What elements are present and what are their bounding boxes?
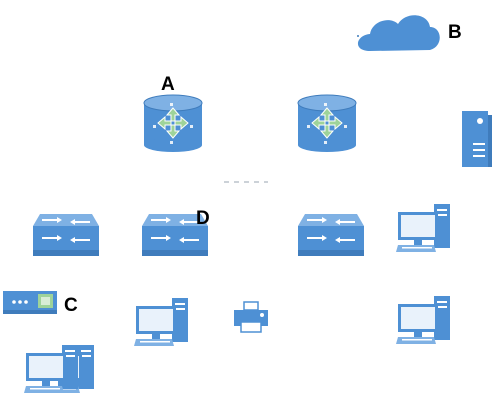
router-icon	[297, 94, 357, 153]
router-a-icon	[143, 94, 203, 153]
label-b: B	[448, 22, 462, 43]
label-c: C	[64, 295, 78, 316]
label-a: A	[161, 74, 175, 95]
desktop-computer-icon-2	[134, 298, 188, 346]
desktop-computer-icon-3	[396, 296, 450, 344]
modem-c-icon	[3, 291, 57, 314]
switch-icon-3	[297, 213, 365, 257]
desktop-computer-icon-5	[24, 345, 78, 393]
server-tower-icon	[462, 111, 492, 167]
label-d: D	[196, 208, 210, 229]
desktop-computer-icon-1	[396, 204, 450, 252]
switch-icon-1	[32, 213, 100, 257]
cloud-icon	[357, 15, 440, 51]
printer-icon	[233, 301, 269, 333]
